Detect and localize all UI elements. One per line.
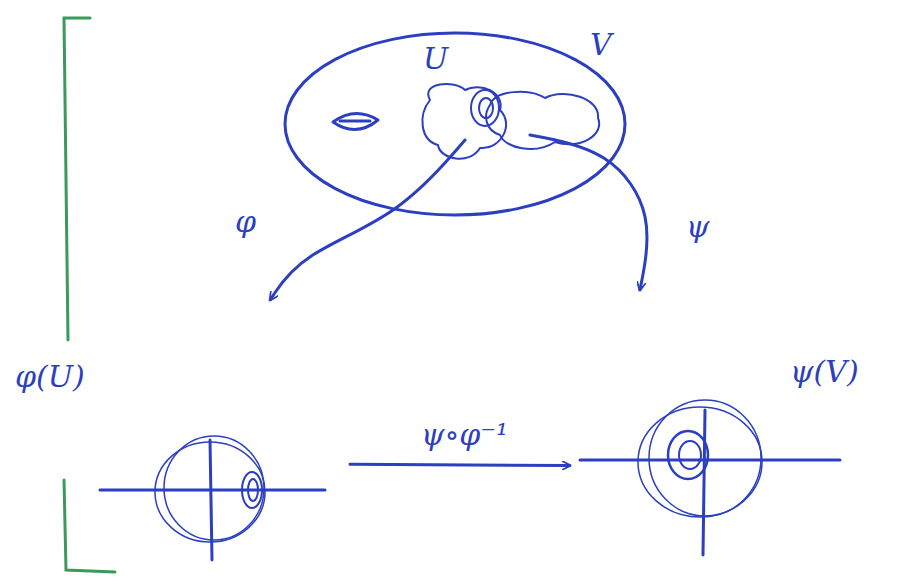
overlap-mark bbox=[471, 90, 499, 126]
overlap-mark bbox=[479, 98, 493, 118]
region-label: V bbox=[590, 28, 612, 61]
axis-line bbox=[100, 489, 325, 492]
chart-disc bbox=[155, 442, 265, 542]
map-arrow bbox=[530, 135, 647, 290]
bracket bbox=[64, 480, 115, 572]
torus-hole bbox=[333, 113, 378, 129]
map-arrow bbox=[270, 140, 465, 300]
region-v-blob bbox=[486, 92, 599, 149]
region-label: φ(U) bbox=[15, 360, 85, 393]
image-region bbox=[668, 431, 708, 479]
image-region bbox=[248, 479, 258, 501]
chart-disc bbox=[649, 400, 761, 516]
torus-outline bbox=[285, 33, 625, 215]
axis-line bbox=[703, 410, 705, 555]
region-node: U bbox=[405, 35, 495, 140]
region-label: U bbox=[423, 42, 448, 75]
region-label: ψ(V) bbox=[790, 355, 859, 388]
image-region bbox=[679, 441, 701, 469]
chart-disc bbox=[164, 436, 264, 540]
bracket bbox=[64, 18, 90, 340]
map-label: ψ∘φ⁻¹ bbox=[418, 418, 511, 451]
region-node: V bbox=[500, 25, 625, 135]
image-region bbox=[242, 472, 262, 508]
axis-line bbox=[580, 459, 840, 462]
region-u-blob bbox=[422, 84, 506, 159]
map-arrow bbox=[350, 464, 570, 465]
torus-hole-line bbox=[340, 120, 370, 123]
map-label: φ bbox=[232, 205, 259, 238]
map-label: ψ bbox=[683, 210, 713, 243]
region-node: ψ(V) bbox=[570, 290, 870, 560]
region-node: φ(U) bbox=[10, 300, 350, 565]
